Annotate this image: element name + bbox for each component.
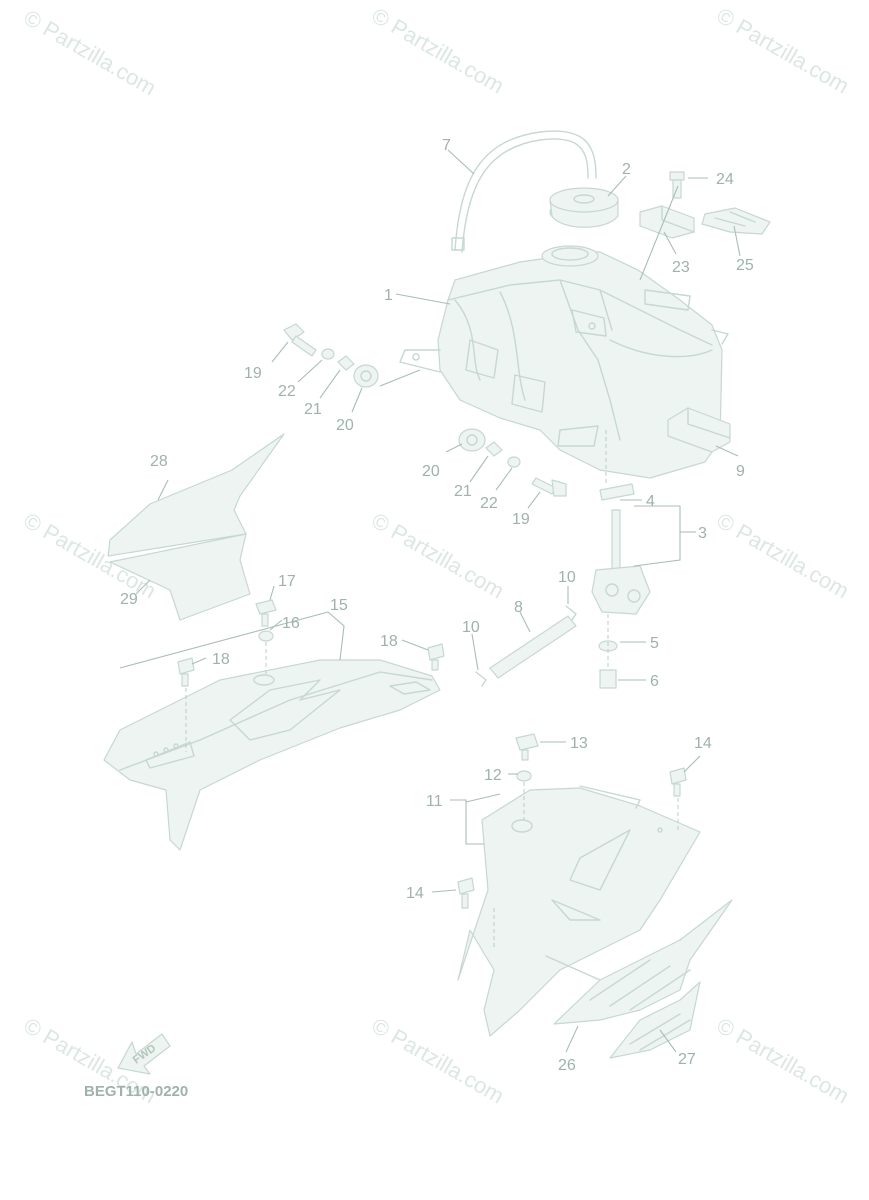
callout-24: 24 [716,171,734,188]
callout-29: 29 [120,591,138,608]
part-washer-22-lower [507,456,521,468]
part-fuel-cap [549,187,619,228]
watermark: © Partzilla.com [368,3,509,99]
part-decal-27 [609,981,701,1059]
callout-22: 22 [278,383,296,400]
part-damper-9 [667,407,731,453]
callout-16: 16 [282,615,300,632]
part-graphic-28 [107,433,285,557]
leader-lines [119,149,741,1053]
callout-11: 11 [426,793,443,810]
callout-12: 12 [484,767,502,784]
callout-20b: 20 [422,463,440,480]
diagram-code: BEGT110-0220 [84,1083,188,1100]
part-rivet-14-lower [457,877,475,909]
callout-23: 23 [672,259,690,276]
part-breather-hose [451,130,597,253]
fwd-arrow-icon: FWD [117,1033,171,1075]
watermark: © Partzilla.com [713,3,854,99]
callout-19: 19 [244,365,262,382]
callout-5: 5 [650,635,659,652]
part-fuel-hose [489,615,577,679]
part-bolt-19-lower [531,477,567,497]
part-fuel-cock [591,483,651,689]
part-side-cover-right [457,785,701,1037]
callout-20: 20 [336,417,354,434]
part-bolt-19-upper [283,323,317,357]
callout-1: 1 [384,287,393,304]
part-graphic-29 [109,533,251,621]
callout-13: 13 [570,735,588,752]
part-fuel-tank [399,245,729,479]
callout-18: 18 [380,633,398,650]
part-rivet-18-right [427,643,445,671]
watermark: © Partzilla.com [20,5,161,101]
callout-10b: 10 [462,619,480,636]
part-screw-13 [515,733,539,761]
callout-10: 10 [558,569,576,586]
callout-15: 15 [330,597,348,614]
part-collar-16 [258,630,274,642]
part-decal-26 [553,899,733,1025]
part-washer-22-upper [321,348,335,360]
part-collar-21-lower [485,441,503,457]
callout-17: 17 [278,573,296,590]
part-collar-21-upper [337,355,355,371]
callout-6: 6 [650,673,659,690]
part-grommet-20-upper [353,364,379,388]
part-side-cover-left [103,659,441,851]
callout-27: 27 [678,1051,696,1068]
callout-26: 26 [558,1057,576,1074]
callout-14b: 14 [406,885,424,902]
part-rivet-18-left [177,657,195,687]
watermark: © Partzilla.com [368,508,509,604]
callout-3: 3 [698,525,707,542]
watermark: © Partzilla.com [368,1013,509,1109]
part-bracket-23 [639,205,695,239]
callout-22b: 22 [480,495,498,512]
callout-19b: 19 [512,511,530,528]
watermark: © Partzilla.com [713,508,854,604]
callout-25: 25 [736,257,754,274]
part-bracket-25 [701,207,771,235]
callouts: 1 2 3 4 5 6 7 8 9 10 10 11 12 13 14 14 1… [120,137,754,1074]
callout-8: 8 [514,599,523,616]
callout-2: 2 [622,161,631,178]
callout-9: 9 [736,463,745,480]
part-rivet-14-upper [669,767,687,797]
part-grommet-20-lower [458,428,486,452]
part-hose-clip-10 [475,605,577,687]
callout-18b: 18 [212,651,230,668]
callout-7: 7 [442,137,451,154]
callout-21: 21 [304,401,322,418]
part-collar-12 [516,770,532,782]
callout-4: 4 [646,493,655,510]
callout-28: 28 [150,453,168,470]
part-bolt-24 [669,171,685,199]
watermark: © Partzilla.com [713,1013,854,1109]
callout-21b: 21 [454,483,472,500]
part-screw-17 [255,599,277,627]
callout-14: 14 [694,735,712,752]
